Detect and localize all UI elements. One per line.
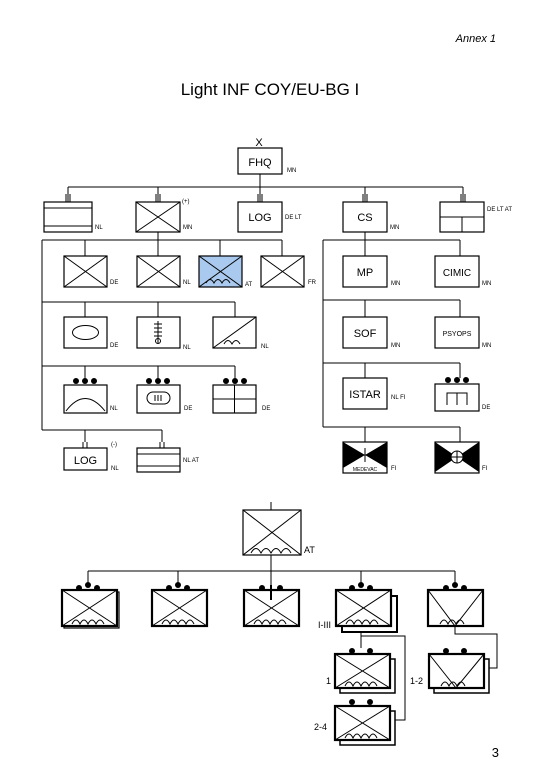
unit-row1-log: LOG DE LT (237, 194, 302, 233)
text-r-istar: ISTAR (349, 389, 381, 401)
unit-r-istar: ISTAR NL FI (342, 377, 406, 410)
unit-bottom-sub-2: 1-2 (410, 648, 490, 694)
label-bottom-24: 2-4 (314, 722, 327, 732)
unit-l3-signal: NL (136, 316, 191, 351)
unit-r-mp: MP MN (342, 255, 400, 288)
label-bottom-root: AT (304, 545, 315, 555)
unit-r-sof: SOF MN (342, 316, 400, 349)
unit-bottom-5 (426, 582, 485, 628)
text-l5-log: LOG (74, 455, 97, 467)
label-l5-nlat: NL AT (183, 458, 199, 464)
label-row1-cs: MN (390, 225, 399, 231)
label-l4-de2: DE (262, 406, 270, 412)
label-r-wheeled: FI (482, 466, 488, 472)
unit-l2-nl: NL (136, 255, 191, 288)
text-r-medevac: MEDEVAC (353, 467, 378, 473)
label-r-medevac: FI (391, 466, 397, 472)
text-r-cimic: CIMIC (443, 268, 471, 279)
unit-row1-mn: (+) MN (135, 194, 192, 233)
unit-row1-cs: CS MN (342, 194, 399, 233)
unit-l4-arc: NL (63, 378, 118, 414)
text-r-mp: MP (357, 267, 374, 279)
unit-l4-grid: DE (212, 378, 270, 414)
unit-bottom-2 (150, 582, 209, 628)
unit-l5-log: (-) LOG NL (63, 442, 119, 472)
label-bottom-iiii: I-III (318, 620, 331, 630)
label-l4-de: DE (184, 406, 192, 412)
label-l3-nl2: NL (261, 344, 269, 350)
label-r-mp: MN (391, 281, 400, 287)
unit-r-cimic: CIMIC MN (434, 255, 491, 288)
label-bottom-1: 1 (326, 676, 331, 686)
unit-row1-nl: NL (43, 194, 103, 233)
label-r-cimic: MN (482, 281, 491, 287)
text-r-psyops: PSYOPS (443, 331, 472, 338)
unit-bottom-sub-1: 1 (326, 648, 396, 694)
unit-bottom-sub-3: 2-4 (314, 699, 396, 746)
unit-bottom-root: AT (242, 509, 315, 556)
label-l2-de: DE (110, 280, 118, 286)
mark-l5-log: (-) (111, 442, 117, 448)
label-r-sof: MN (391, 343, 400, 349)
label-l3-de: DE (110, 343, 118, 349)
unit-l4-tracked: DE (136, 378, 192, 414)
unit-l3-recon: DE (63, 316, 118, 349)
top-connectors (41, 174, 464, 442)
text-row1-log: LOG (248, 212, 271, 224)
page-title: Light INF COY/EU-BG I (180, 80, 360, 99)
label-row1-dlta: DE LT AT (487, 207, 512, 213)
unit-l2-at-highlighted: AT (198, 255, 253, 288)
label-r-engineer: DE (482, 405, 490, 411)
label-l4-nl: NL (110, 406, 118, 412)
label-l2-at: AT (245, 282, 253, 288)
unit-l2-de: DE (63, 255, 118, 288)
unit-bottom-3 (242, 585, 301, 628)
label-row1-nl: NL (95, 225, 103, 231)
unit-r-medevac: MEDEVAC FI (342, 441, 397, 474)
label-row1-log: DE LT (285, 215, 302, 221)
unit-bottom-1 (60, 582, 120, 629)
fhq-text: FHQ (248, 157, 272, 169)
label-row1-mn: MN (183, 225, 192, 231)
label-l3-nl: NL (183, 345, 191, 351)
label-r-psyops: MN (482, 343, 491, 349)
unit-r-wheeled: FI (434, 441, 488, 474)
label-l2-fr: FR (308, 280, 317, 286)
mark-row1-mn: (+) (182, 199, 190, 205)
unit-row1-dlta: DE LT AT (439, 194, 512, 233)
brigade-size-mark: X (255, 137, 263, 149)
unit-r-engineer: DE (434, 377, 490, 412)
page-number: 3 (491, 745, 499, 760)
unit-bottom-4-stack: I-III (318, 582, 398, 633)
fhq-node: X FHQ MN (237, 137, 296, 175)
text-row1-cs: CS (357, 212, 372, 224)
annex-label: Annex 1 (455, 33, 496, 45)
unit-l5-nlat: NL AT (136, 442, 199, 473)
label-l5-log: NL (111, 466, 119, 472)
label-bottom-12: 1-2 (410, 676, 423, 686)
fhq-label: MN (287, 168, 296, 174)
text-r-sof: SOF (354, 328, 377, 340)
unit-l3-mortar: NL (212, 316, 269, 350)
unit-r-psyops: PSYOPS MN (434, 316, 491, 349)
label-r-istar: NL FI (391, 395, 406, 401)
unit-l2-fr: FR (260, 255, 317, 288)
label-l2-nl: NL (183, 280, 191, 286)
